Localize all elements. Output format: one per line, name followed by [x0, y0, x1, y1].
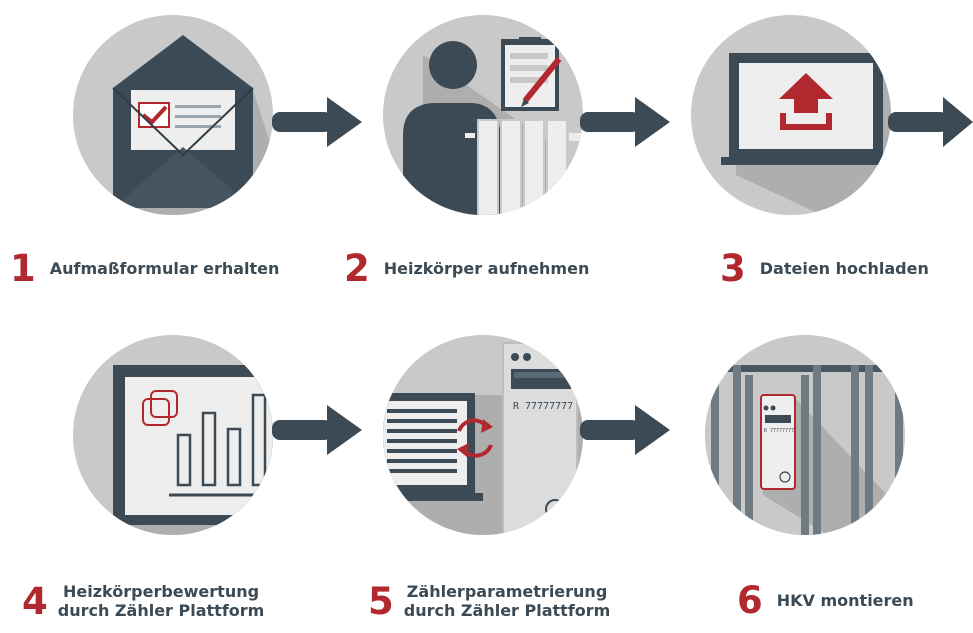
arrow-right-icon — [580, 405, 670, 455]
step-title: Dateien hochladen — [759, 259, 929, 278]
step-number: 4 — [22, 579, 48, 623]
step-title: Aufmaßformular erhalten — [49, 259, 280, 278]
step-4-label: 4 Heizkörperbewertung durch Zähler Platt… — [22, 582, 264, 620]
step-title-line2: durch Zähler Plattform — [57, 601, 265, 620]
meter-id-text: R 77777777 — [764, 428, 794, 434]
radiator-meter-icon: R 77777777 — [705, 335, 905, 535]
step-3-circle — [691, 15, 891, 215]
step-3-label: 3 Dateien hochladen — [720, 250, 929, 287]
step-5-label: 5 Zählerparametrierung durch Zähler Plat… — [368, 582, 610, 620]
person-radiator-icon — [403, 37, 583, 215]
step-number: 2 — [344, 247, 370, 290]
arrow-right-icon — [888, 97, 973, 147]
step-1-circle — [73, 15, 273, 215]
step-6-circle: R 77777777 — [705, 335, 905, 535]
laptop-upload-icon — [721, 53, 891, 215]
step-title: HKV montieren — [776, 591, 914, 610]
step-number: 3 — [720, 247, 746, 290]
step-4-circle — [73, 335, 273, 535]
step-5-circle: R 77777777 e — [383, 335, 583, 535]
arrow-right-icon — [272, 405, 362, 455]
step-title-line1: Zählerparametrierung — [406, 582, 608, 601]
arrow-right-icon — [580, 97, 670, 147]
step-title: Heizkörperbewertung durch Zähler Plattfo… — [58, 582, 265, 620]
step-2-label: 2 Heizkörper aufnehmen — [344, 250, 589, 287]
step-number: 6 — [737, 579, 763, 622]
step-number: 1 — [10, 247, 36, 290]
envelope-form-icon — [112, 35, 273, 215]
arrow-right-icon — [272, 97, 362, 147]
step-2-circle — [383, 15, 583, 215]
step-title-line2: durch Zähler Plattform — [403, 601, 611, 620]
laptop-chart-icon — [103, 365, 273, 535]
meter-sync-icon: R 77777777 e — [383, 342, 583, 535]
step-6-label: 6 HKV montieren — [737, 582, 914, 619]
step-number: 5 — [368, 579, 394, 623]
meter-id-text: R 77777777 — [513, 401, 573, 412]
step-title: Zählerparametrierung durch Zähler Plattf… — [404, 582, 611, 620]
step-1-label: 1 Aufmaßformular erhalten — [10, 250, 279, 287]
step-title-line1: Heizkörperbewertung — [63, 582, 260, 601]
svg-text:e: e — [550, 503, 557, 516]
step-title: Heizkörper aufnehmen — [383, 259, 590, 278]
